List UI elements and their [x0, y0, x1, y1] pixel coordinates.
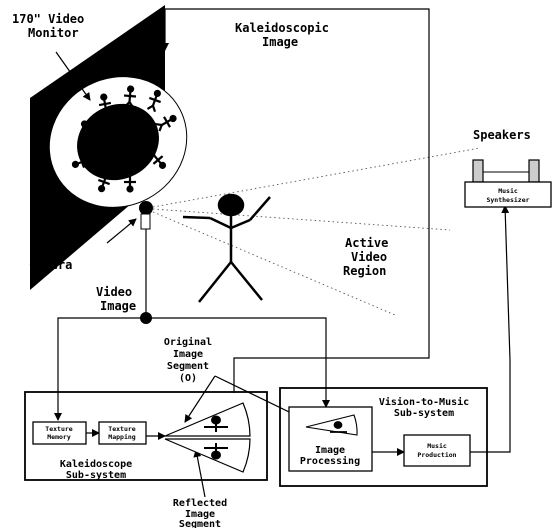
kaleidoscope-subsystem: [24, 391, 268, 481]
image-processing-box: [288, 406, 373, 472]
video-camera: [139, 201, 153, 230]
person-figure: [182, 193, 271, 303]
music-production-box: [403, 434, 471, 467]
speakers-label: Speakers: [473, 128, 531, 142]
speakers: [472, 159, 540, 183]
vision-to-music-subsystem: [279, 387, 488, 487]
music-synthesizer-box: [464, 181, 552, 208]
video-monitor: [30, 5, 188, 290]
texture-mapping-box: [98, 421, 147, 445]
texture-memory-box: [32, 421, 87, 445]
camera-field-of-view: [152, 147, 481, 316]
kaleidoscope-pattern: [71, 85, 177, 193]
